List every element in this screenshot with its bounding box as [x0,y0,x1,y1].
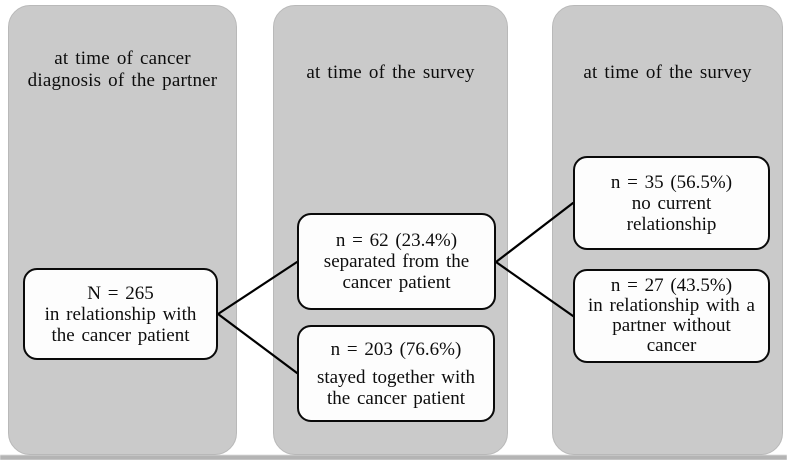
node-line: the cancer patient [327,387,465,409]
node-line: n = 35 (56.5%) [610,171,733,193]
node-line: cancer [646,335,697,356]
node-line: in relationship with [44,303,197,325]
node-line: N = 265 [87,282,154,304]
panel-header-diagnosis: at time of cancer diagnosis of the partn… [11,48,234,92]
panel-header-line: at time of the survey [306,62,475,83]
node-line: the cancer patient [51,324,190,346]
node-n203-stayed-together: n = 203 (76.6%) stayed together with the… [297,325,495,422]
panel-diagnosis-time: at time of cancer diagnosis of the partn… [8,5,237,455]
panel-header-line: at time of cancer [54,48,191,69]
panel-header-survey-mid: at time of the survey [276,62,505,84]
node-n35-no-current-relationship: n = 35 (56.5%) no current relationship [573,156,770,250]
node-line: no current [631,192,712,214]
panel-header-line: diagnosis of the partner [27,70,218,91]
node-line: separated from the [323,251,470,272]
node-n27-new-partner: n = 27 (43.5%) in relationship with a pa… [573,269,770,363]
node-line: stayed together with [316,366,476,388]
node-n62-separated: n = 62 (23.4%) separated from the cancer… [297,213,496,310]
node-line: cancer patient [342,272,451,293]
node-line: n = 62 (23.4%) [335,230,458,251]
figure-bottom-edge [0,455,787,460]
node-line: n = 27 (43.5%) [610,275,733,296]
node-n265-in-relationship: N = 265 in relationship with the cancer … [23,268,218,360]
node-line: relationship [626,213,717,235]
node-line: n = 203 (76.6%) [330,338,462,360]
node-line: in relationship with a [588,295,755,316]
panel-header-survey-right: at time of the survey [555,62,780,84]
node-line: partner without [612,315,731,336]
panel-header-line: at time of the survey [583,62,752,83]
